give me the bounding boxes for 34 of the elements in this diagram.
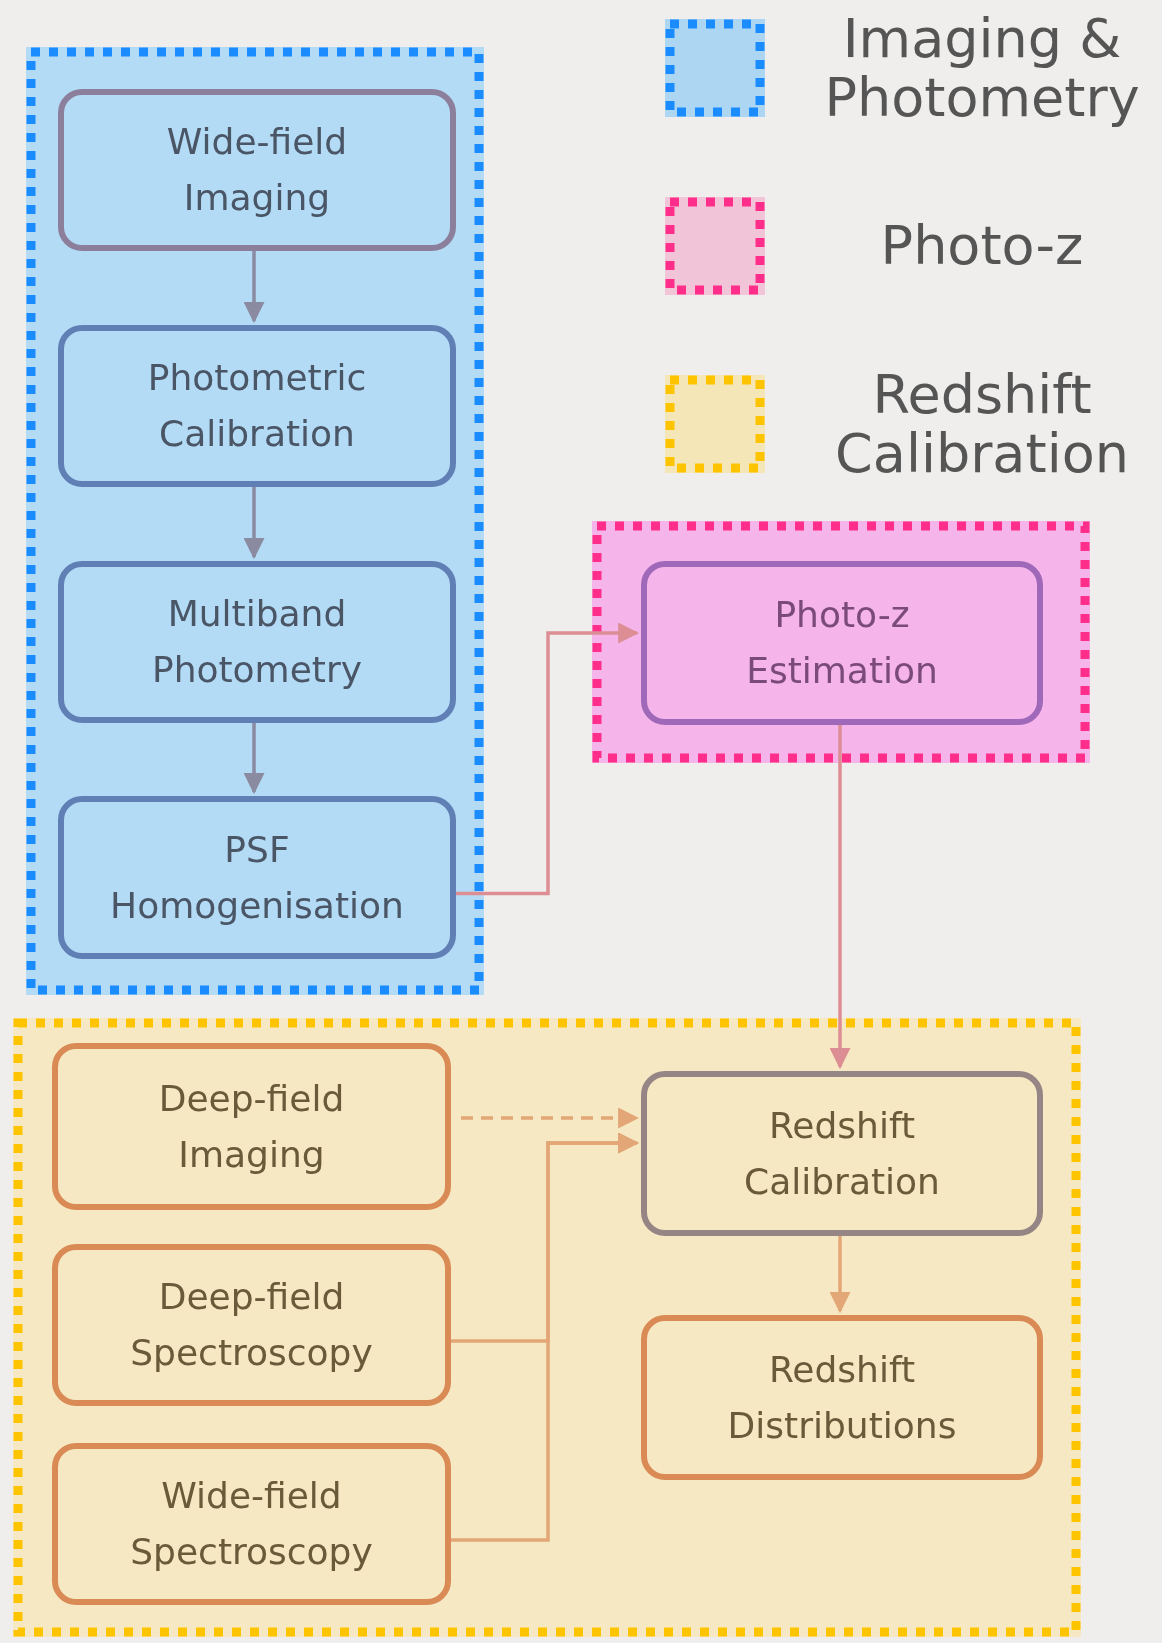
box-label: Deep-field Imaging — [157, 1076, 346, 1177]
arrow — [829, 1236, 851, 1314]
arrow — [461, 1107, 640, 1129]
process-box — [58, 796, 456, 959]
box-label: PSF Homogenisation — [109, 827, 405, 928]
box-label: Redshift Calibration — [743, 1103, 941, 1204]
dotted-group-panel — [592, 521, 1090, 763]
arrow — [243, 723, 265, 795]
process-box — [52, 1443, 451, 1605]
legend-label: Imaging & Photometry — [823, 8, 1141, 128]
legend-label: Photo-z — [879, 216, 1085, 276]
arrow — [451, 1132, 640, 1542]
dotted-group-panel — [13, 1018, 1081, 1637]
arrow — [243, 487, 265, 560]
arrow — [829, 725, 851, 1070]
box-label: Wide-field Imaging — [165, 120, 349, 220]
dotted-group-panel — [26, 47, 484, 995]
box-label: Photometric Calibration — [146, 356, 368, 456]
process-box — [58, 325, 456, 487]
process-box — [641, 1315, 1043, 1480]
process-box — [58, 561, 456, 723]
arrow — [243, 251, 265, 324]
arrow — [456, 622, 640, 896]
box-label: Multiband Photometry — [150, 592, 364, 692]
process-box — [52, 1043, 451, 1210]
box-label: Deep-field Spectroscopy — [129, 1275, 374, 1375]
process-box — [58, 89, 456, 251]
box-label: Redshift Distributions — [726, 1347, 958, 1448]
process-box — [641, 561, 1043, 725]
box-label: Wide-field Spectroscopy — [129, 1474, 374, 1574]
process-box — [52, 1244, 451, 1406]
legend-label: Redshift Calibration — [834, 364, 1130, 484]
box-label: Photo-z Estimation — [745, 593, 939, 693]
process-box — [641, 1071, 1043, 1236]
